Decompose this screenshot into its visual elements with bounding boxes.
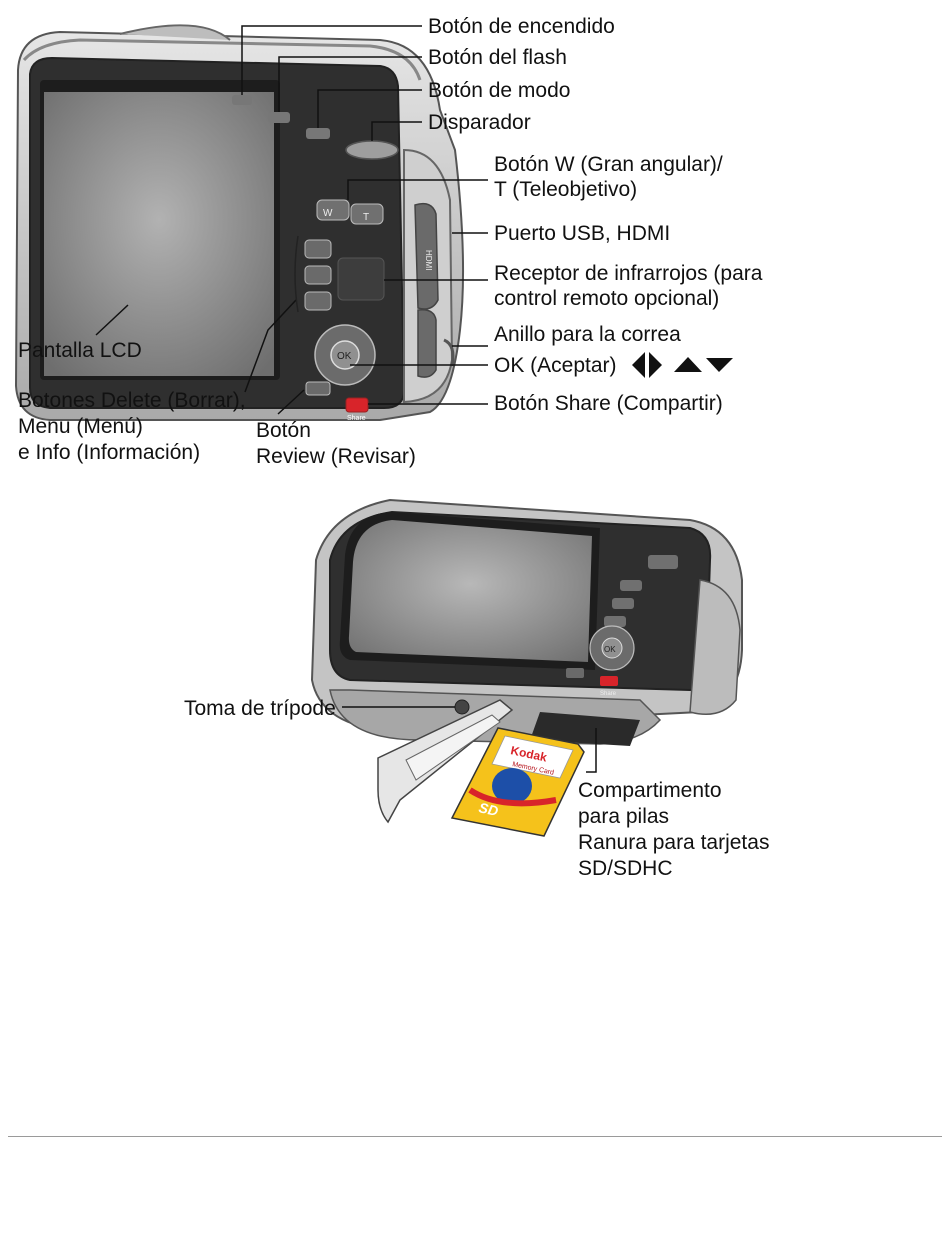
zoom-button-bottom-view (648, 555, 678, 569)
label-ok: OK (Aceptar) (494, 354, 617, 377)
label-slot-line2: SD/SDHC (578, 857, 673, 880)
label-buttons-line2: Menu (Menú) (18, 415, 143, 438)
battery-compartment (530, 712, 640, 746)
info-button[interactable] (304, 291, 332, 311)
camera-bottom-diagram (310, 498, 743, 824)
delete-button[interactable] (304, 239, 332, 259)
ok-mark: OK (337, 351, 352, 362)
lcd-screen-bottom-view (348, 520, 592, 662)
share-button[interactable] (345, 397, 369, 413)
ok-button[interactable] (330, 340, 360, 370)
label-ir-line1: Receptor de infrarrojos (para (494, 262, 763, 285)
label-mode-button: Botón de modo (428, 79, 571, 102)
label-slot-line1: Ranura para tarjetas (578, 831, 770, 854)
label-zoom-line1: Botón W (Gran angular)/ (494, 153, 723, 176)
tripod-socket (454, 699, 470, 715)
share-button-bottom-view (600, 676, 618, 686)
label-review-line2: Review (Revisar) (256, 445, 416, 468)
label-tripod-socket: Toma de trípode (184, 697, 336, 720)
strap-ring (443, 338, 455, 367)
arrow-left-icon (632, 352, 645, 378)
button-group-bracket (294, 235, 299, 313)
zoom-t-button[interactable] (350, 203, 384, 225)
label-lcd: Pantalla LCD (18, 339, 142, 362)
label-zoom-line2: T (Teleobjetivo) (494, 178, 638, 201)
label-share-button: Botón Share (Compartir) (494, 392, 723, 415)
label-power-button: Botón de encendido (428, 15, 615, 38)
power-button[interactable] (232, 95, 252, 105)
label-usb-hdmi: Puerto USB, HDMI (494, 222, 671, 245)
card-logo-circle (492, 768, 532, 804)
hdmi-mark: HDMI (424, 250, 433, 270)
label-buttons-line3: e Info (Información) (18, 441, 201, 464)
card-sd-logo: SD (477, 799, 499, 819)
mode-button[interactable] (306, 128, 330, 139)
label-compartment-line2: para pilas (578, 805, 670, 828)
flash-button[interactable] (268, 112, 290, 123)
review-button[interactable] (305, 381, 331, 396)
share-mark: Share (347, 415, 366, 422)
arrow-right-icon (649, 352, 662, 378)
arrow-down-icon (706, 358, 733, 372)
label-compartment-line1: Compartimento (578, 779, 722, 802)
label-strap-ring: Anillo para la correa (494, 323, 681, 346)
label-review-line1: Botón (256, 419, 311, 442)
shutter-button[interactable] (345, 140, 399, 160)
zoom-t-mark: T (363, 212, 369, 223)
label-ir-line2: control remoto opcional) (494, 287, 720, 310)
sd-card (450, 727, 585, 837)
label-flash-button: Botón del flash (428, 46, 567, 69)
share-mark-bottom-view: Share (600, 691, 617, 697)
zoom-w-button[interactable] (316, 199, 350, 221)
direction-arrows (632, 352, 733, 378)
label-buttons-line1: Botones Delete (Borrar), (18, 389, 246, 412)
lcd-screen (44, 92, 274, 376)
leader-lines-figure2 (342, 706, 597, 773)
menu-button[interactable] (304, 265, 332, 285)
arrow-up-icon (674, 357, 702, 372)
ir-receiver (337, 257, 385, 301)
leader-lines-figure1 (95, 25, 488, 415)
ok-mark-bottom-view: OK (604, 645, 616, 654)
zoom-w-mark: W (323, 208, 333, 219)
page-divider (8, 1136, 942, 1137)
label-shutter: Disparador (428, 111, 531, 134)
